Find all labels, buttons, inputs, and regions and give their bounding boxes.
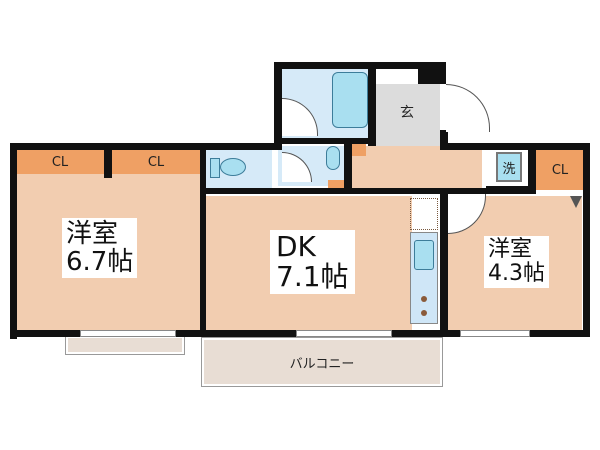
wall-left: [10, 143, 17, 339]
room-name-western-2: 洋室: [488, 237, 533, 262]
wall-right: [583, 143, 590, 337]
room-label-dk: DK 7.1帖: [270, 230, 355, 295]
room-name-dk: DK: [276, 230, 316, 263]
window-room1-bottom: [80, 330, 176, 337]
balcony-label: バルコニー: [289, 356, 355, 372]
closet-3: CL: [536, 150, 584, 190]
window-dk-bottom: [296, 330, 392, 337]
kitchen-sink: [414, 240, 434, 270]
wall-washer-closet: [528, 150, 536, 194]
wall-room1-right: [200, 143, 206, 337]
entrance-label: 玄: [400, 105, 414, 121]
bathtub: [332, 72, 368, 128]
fridge-space: [410, 198, 438, 230]
room-name-western-1: 洋室: [66, 219, 119, 249]
hallway-floor: [350, 146, 482, 190]
room-size-dk: 7.1帖: [276, 260, 349, 294]
bay-window-ledge: [65, 335, 185, 355]
wall-top-right: [440, 143, 590, 150]
stove-burner-1: [421, 296, 427, 302]
room-size-western-2: 4.3帖: [488, 260, 545, 286]
stove-burner-2: [421, 310, 427, 316]
toilet-tank: [210, 158, 220, 178]
closet-3-label: CL: [551, 162, 569, 178]
closet-door-marker-icon: [570, 196, 582, 208]
wall-wash-right: [344, 140, 352, 194]
closet-2: CL: [112, 150, 200, 174]
small-storage-1: [352, 140, 366, 156]
wall-bath-right: [368, 62, 376, 146]
wall-bath-left: [274, 62, 282, 150]
balcony: バルコニー: [201, 337, 443, 387]
closet-2-label: CL: [147, 154, 165, 170]
toilet-bowl: [220, 158, 246, 176]
room-label-western-2: 洋室 4.3帖: [484, 236, 549, 288]
closet-1: CL: [16, 150, 104, 174]
wall-washer-bottom: [486, 186, 536, 194]
wall-room2-left: [440, 188, 448, 336]
room-size-western-1: 6.7帖: [66, 247, 134, 278]
window-room2-bottom: [460, 330, 530, 337]
wall-bath-top: [274, 62, 446, 69]
wall-top-left: [10, 143, 274, 150]
entrance-door[interactable]: [446, 84, 490, 132]
wall-bath-divider: [282, 138, 374, 144]
washer-space: 洗: [496, 152, 522, 182]
washbasin: [326, 146, 340, 170]
wall-entrance-block: [418, 62, 446, 84]
closet-1-label: CL: [51, 154, 69, 170]
wall-closet-divider: [104, 150, 112, 178]
small-storage-2: [328, 180, 344, 188]
washer-label: 洗: [502, 161, 516, 177]
entrance-floor: [374, 84, 440, 146]
room-label-western-1: 洋室 6.7帖: [62, 218, 138, 279]
wall-entrance-right: [440, 130, 448, 150]
